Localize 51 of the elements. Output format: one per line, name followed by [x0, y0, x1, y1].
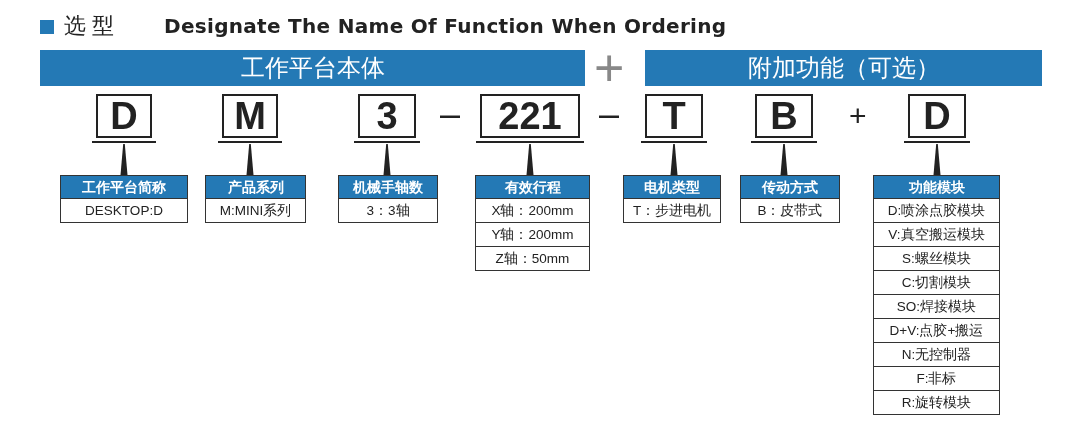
- code-letter-box: B: [755, 94, 813, 138]
- section-title: 选 型: [64, 12, 115, 40]
- connector-line: [780, 144, 788, 175]
- option-table: [60, 175, 188, 223]
- table-header: 产品系列: [206, 176, 305, 199]
- option-row-text: B：皮带式: [756, 202, 824, 220]
- option-table: [475, 175, 590, 271]
- option-table: [338, 175, 438, 223]
- plus-sign: +: [849, 98, 867, 134]
- connector-line: [670, 144, 678, 175]
- option-table: [623, 175, 721, 223]
- table-header: 电机类型: [624, 176, 720, 199]
- code-letter-box: 221: [480, 94, 580, 138]
- option-row: SO:焊接模块: [874, 294, 999, 318]
- table-header: 有效行程: [476, 176, 589, 199]
- dash-separator: –: [440, 92, 461, 136]
- code-letter-box: M: [222, 94, 278, 138]
- table-header: 机械手轴数: [339, 176, 437, 199]
- option-row: D+V:点胶+搬运: [874, 318, 999, 342]
- subtitle: Designate The Name Of Function When Ordering: [164, 14, 727, 38]
- option-row: V:真空搬运模块: [874, 222, 999, 246]
- option-row: Y轴：200mm: [476, 222, 589, 246]
- option-row-text: DESKTOP:D: [84, 202, 164, 220]
- section-band: 工作平台本体: [40, 50, 585, 86]
- table-header: 传动方式: [741, 176, 839, 199]
- connector-line: [246, 144, 254, 175]
- connector-line: [526, 144, 534, 175]
- option-table: [740, 175, 840, 223]
- option-row: F:非标: [874, 366, 999, 390]
- option-row-text: M:MINI系列: [218, 202, 293, 220]
- connector-line: [383, 144, 391, 175]
- option-row: Z轴：50mm: [476, 246, 589, 270]
- option-row-text: D:喷涂点胶模块: [886, 202, 987, 220]
- option-row: N:无控制器: [874, 342, 999, 366]
- option-table: [205, 175, 306, 223]
- section-band: 附加功能（可选）: [645, 50, 1042, 86]
- code-letter-box: D: [96, 94, 152, 138]
- option-row: S:螺丝模块: [874, 246, 999, 270]
- code-letter-box: D: [908, 94, 966, 138]
- option-row: R:旋转模块: [874, 390, 999, 414]
- code-letter-box: 3: [358, 94, 416, 138]
- option-row-text: T：步进电机: [631, 202, 713, 220]
- table-header: 工作平台简称: [61, 176, 187, 199]
- option-row-text: 3：3轴: [365, 202, 411, 220]
- option-row-text: X轴：200mm: [490, 202, 575, 220]
- table-header: 功能模块: [874, 176, 999, 199]
- code-letter-box: T: [645, 94, 703, 138]
- option-table: [873, 175, 1000, 415]
- connector-line: [933, 144, 941, 175]
- option-row: C:切割模块: [874, 270, 999, 294]
- connector-line: [120, 144, 128, 175]
